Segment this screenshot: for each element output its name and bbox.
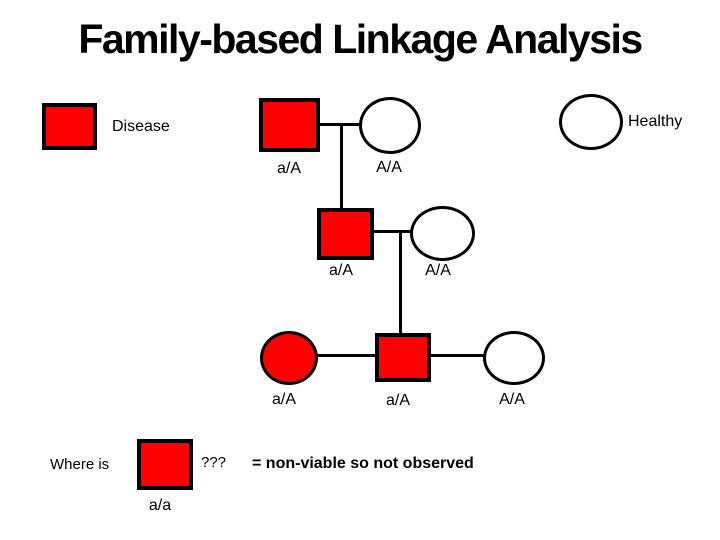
gen2-wife-healthy-circle xyxy=(410,206,475,261)
gen2-son-affected-square xyxy=(317,208,374,260)
gen3-left-partner-affected-circle xyxy=(260,331,318,385)
gen3-son-genotype-label: a/A xyxy=(385,392,411,409)
gen2-son-genotype-label: a/A xyxy=(328,262,354,279)
missing-genotype-label: a/a xyxy=(148,497,172,514)
gen3-right-couple-connector-line xyxy=(428,354,486,357)
gen1-father-affected-square xyxy=(259,98,320,152)
legend-disease-label: Disease xyxy=(112,118,170,135)
gen1-mother-healthy-circle xyxy=(359,97,421,154)
legend-healthy-circle xyxy=(559,94,623,150)
gen1-father-genotype-label: a/A xyxy=(276,160,302,177)
gen3-left-couple-connector-line xyxy=(314,354,378,357)
gen3-son-affected-square xyxy=(375,333,431,382)
where-is-label: Where is xyxy=(50,456,110,473)
gen2-wife-genotype-label: A/A xyxy=(425,262,451,279)
gen1-mother-genotype-label: A/A xyxy=(376,159,402,176)
gen2-to-gen3-descent-line xyxy=(399,232,402,334)
legend-disease-square xyxy=(42,103,97,150)
gen2-couple-connector-line xyxy=(370,230,415,233)
legend-healthy-label: Healthy xyxy=(628,113,683,130)
question-marks-label: ??? xyxy=(201,454,227,471)
gen3-right-partner-genotype-label: A/A xyxy=(499,391,525,408)
non-viable-explanation-label: = non-viable so not observed xyxy=(252,455,474,472)
slide-title: Family-based Linkage Analysis xyxy=(78,16,643,62)
gen3-left-partner-genotype-label: a/A xyxy=(271,391,297,408)
gen3-right-partner-healthy-circle xyxy=(483,331,545,385)
gen1-to-gen2-descent-line xyxy=(340,124,343,210)
missing-genotype-square xyxy=(137,439,193,490)
